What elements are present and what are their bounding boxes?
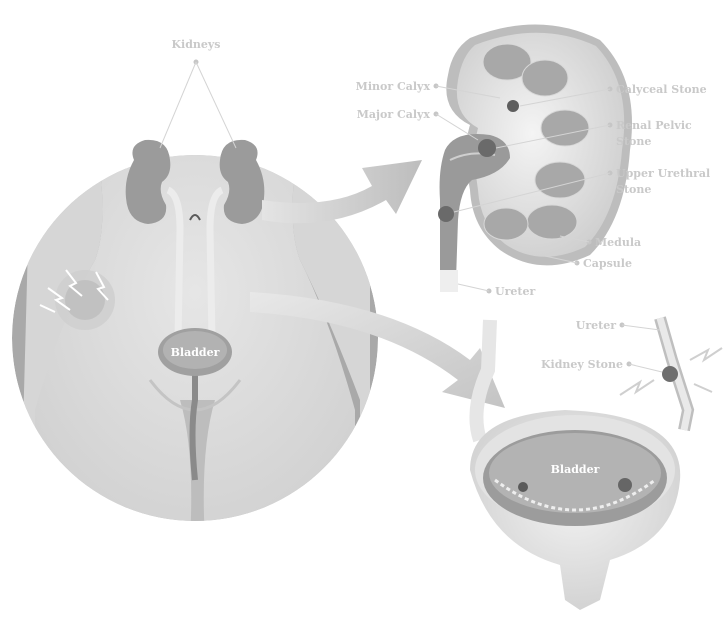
calyceal-stone-label: Calyceal Stone bbox=[616, 83, 707, 96]
body-bladder: Bladder bbox=[158, 328, 232, 376]
capsule-label: Capsule bbox=[583, 257, 632, 270]
kidneys-label: Kidneys bbox=[171, 38, 220, 51]
kidneys-callout: Kidneys bbox=[160, 38, 236, 148]
ureter-detail-labels: Ureter Kidney Stone bbox=[541, 319, 662, 372]
bladder-body-label: Bladder bbox=[171, 346, 220, 359]
major-calyx-label: Major Calyx bbox=[357, 108, 431, 121]
upper-urethral-stone-label-2: Stone bbox=[616, 183, 651, 196]
bladder-detail-label: Bladder bbox=[551, 463, 600, 476]
renal-pelvic-stone-label-1: Renal Pelvic bbox=[616, 119, 692, 132]
kidney-stone-label: Kidney Stone bbox=[541, 358, 623, 371]
minor-calyx-label: Minor Calyx bbox=[356, 80, 431, 93]
ureter-detail-label: Ureter bbox=[576, 319, 616, 332]
ureter-kidney-label: Ureter bbox=[495, 285, 535, 298]
renal-pelvic-stone-label-2: Stone bbox=[616, 135, 651, 148]
upper-urethral-stone-label-1: Upper Urethral bbox=[616, 167, 710, 180]
kidney-cross-section bbox=[438, 24, 632, 292]
medula-label: Medula bbox=[595, 236, 641, 249]
